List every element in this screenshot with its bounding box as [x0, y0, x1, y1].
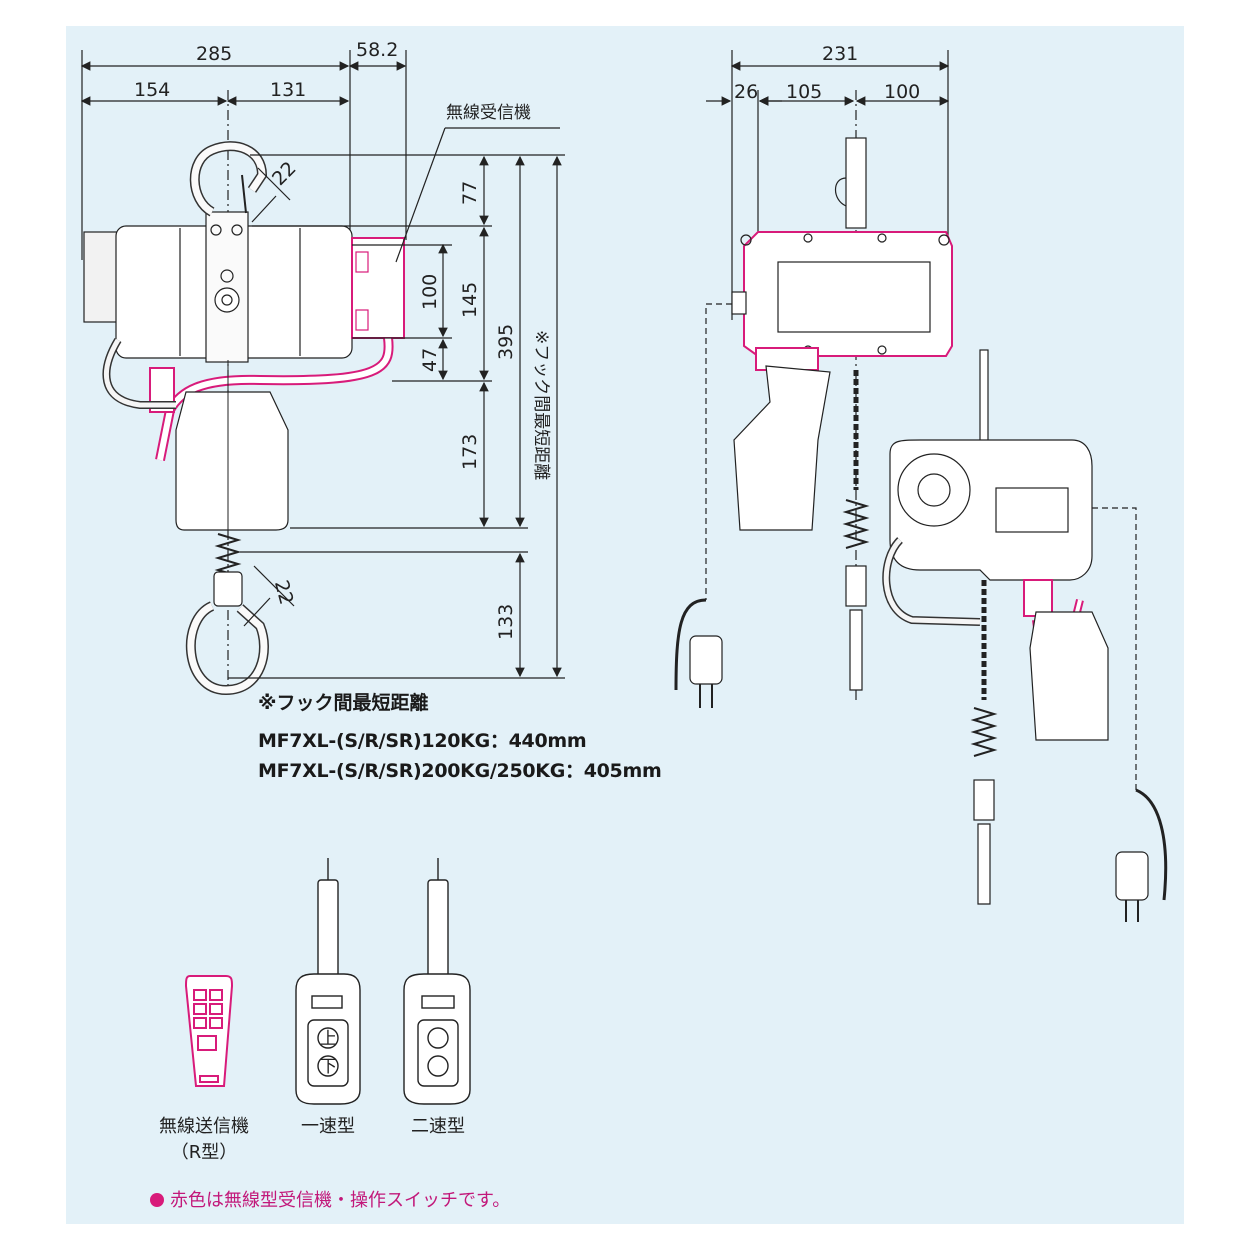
button-up: 上 — [320, 1029, 337, 1049]
dim-58-2: 58.2 — [356, 39, 398, 61]
hook-distance-note-title: ※フック間最短距離 — [258, 692, 429, 714]
dim-22-top: 22 — [268, 157, 301, 190]
dim-133: 133 — [495, 604, 517, 640]
dim-395: 395 — [495, 324, 517, 360]
dim-47: 47 — [419, 348, 441, 372]
dim-145: 145 — [459, 282, 481, 318]
dim-100-vertical: 100 — [419, 274, 441, 310]
dim-154: 154 — [134, 79, 170, 101]
two-speed-caption: 二速型 — [411, 1116, 465, 1137]
hook-distance-note-line2: MF7XL-(S/R/SR)200KG/250KG：405mm — [258, 760, 662, 782]
side-view — [674, 50, 1168, 922]
front-view — [80, 50, 565, 696]
dim-22-bottom: 22 — [270, 578, 298, 607]
two-speed-pendant — [403, 858, 471, 1105]
dim-105: 105 — [786, 81, 822, 103]
hook-distance-label: ※フック間最短距離 — [531, 330, 551, 480]
single-speed-caption: 一速型 — [301, 1116, 355, 1137]
wireless-transmitter — [184, 975, 234, 1087]
dim-131: 131 — [270, 79, 306, 101]
dim-26: 26 — [734, 81, 758, 103]
dim-100-horizontal: 100 — [884, 81, 920, 103]
bullet-dot-icon — [150, 1193, 164, 1207]
single-speed-pendant — [295, 858, 361, 1105]
button-down: 下 — [320, 1057, 337, 1077]
dim-231: 231 — [822, 43, 858, 65]
receiver-label: 無線受信機 — [446, 103, 531, 123]
wireless-caption-line1: 無線送信機 — [159, 1116, 249, 1137]
dim-77: 77 — [459, 181, 481, 205]
hook-distance-note-line1: MF7XL-(S/R/SR)120KG：440mm — [258, 730, 587, 752]
dim-285: 285 — [196, 43, 232, 65]
dim-173: 173 — [459, 434, 481, 470]
wireless-caption-line2: （R型） — [170, 1142, 238, 1163]
footer-text: 赤色は無線型受信機・操作スイッチです。 — [170, 1190, 511, 1211]
footer-note: 赤色は無線型受信機・操作スイッチです。 — [150, 1186, 510, 1212]
